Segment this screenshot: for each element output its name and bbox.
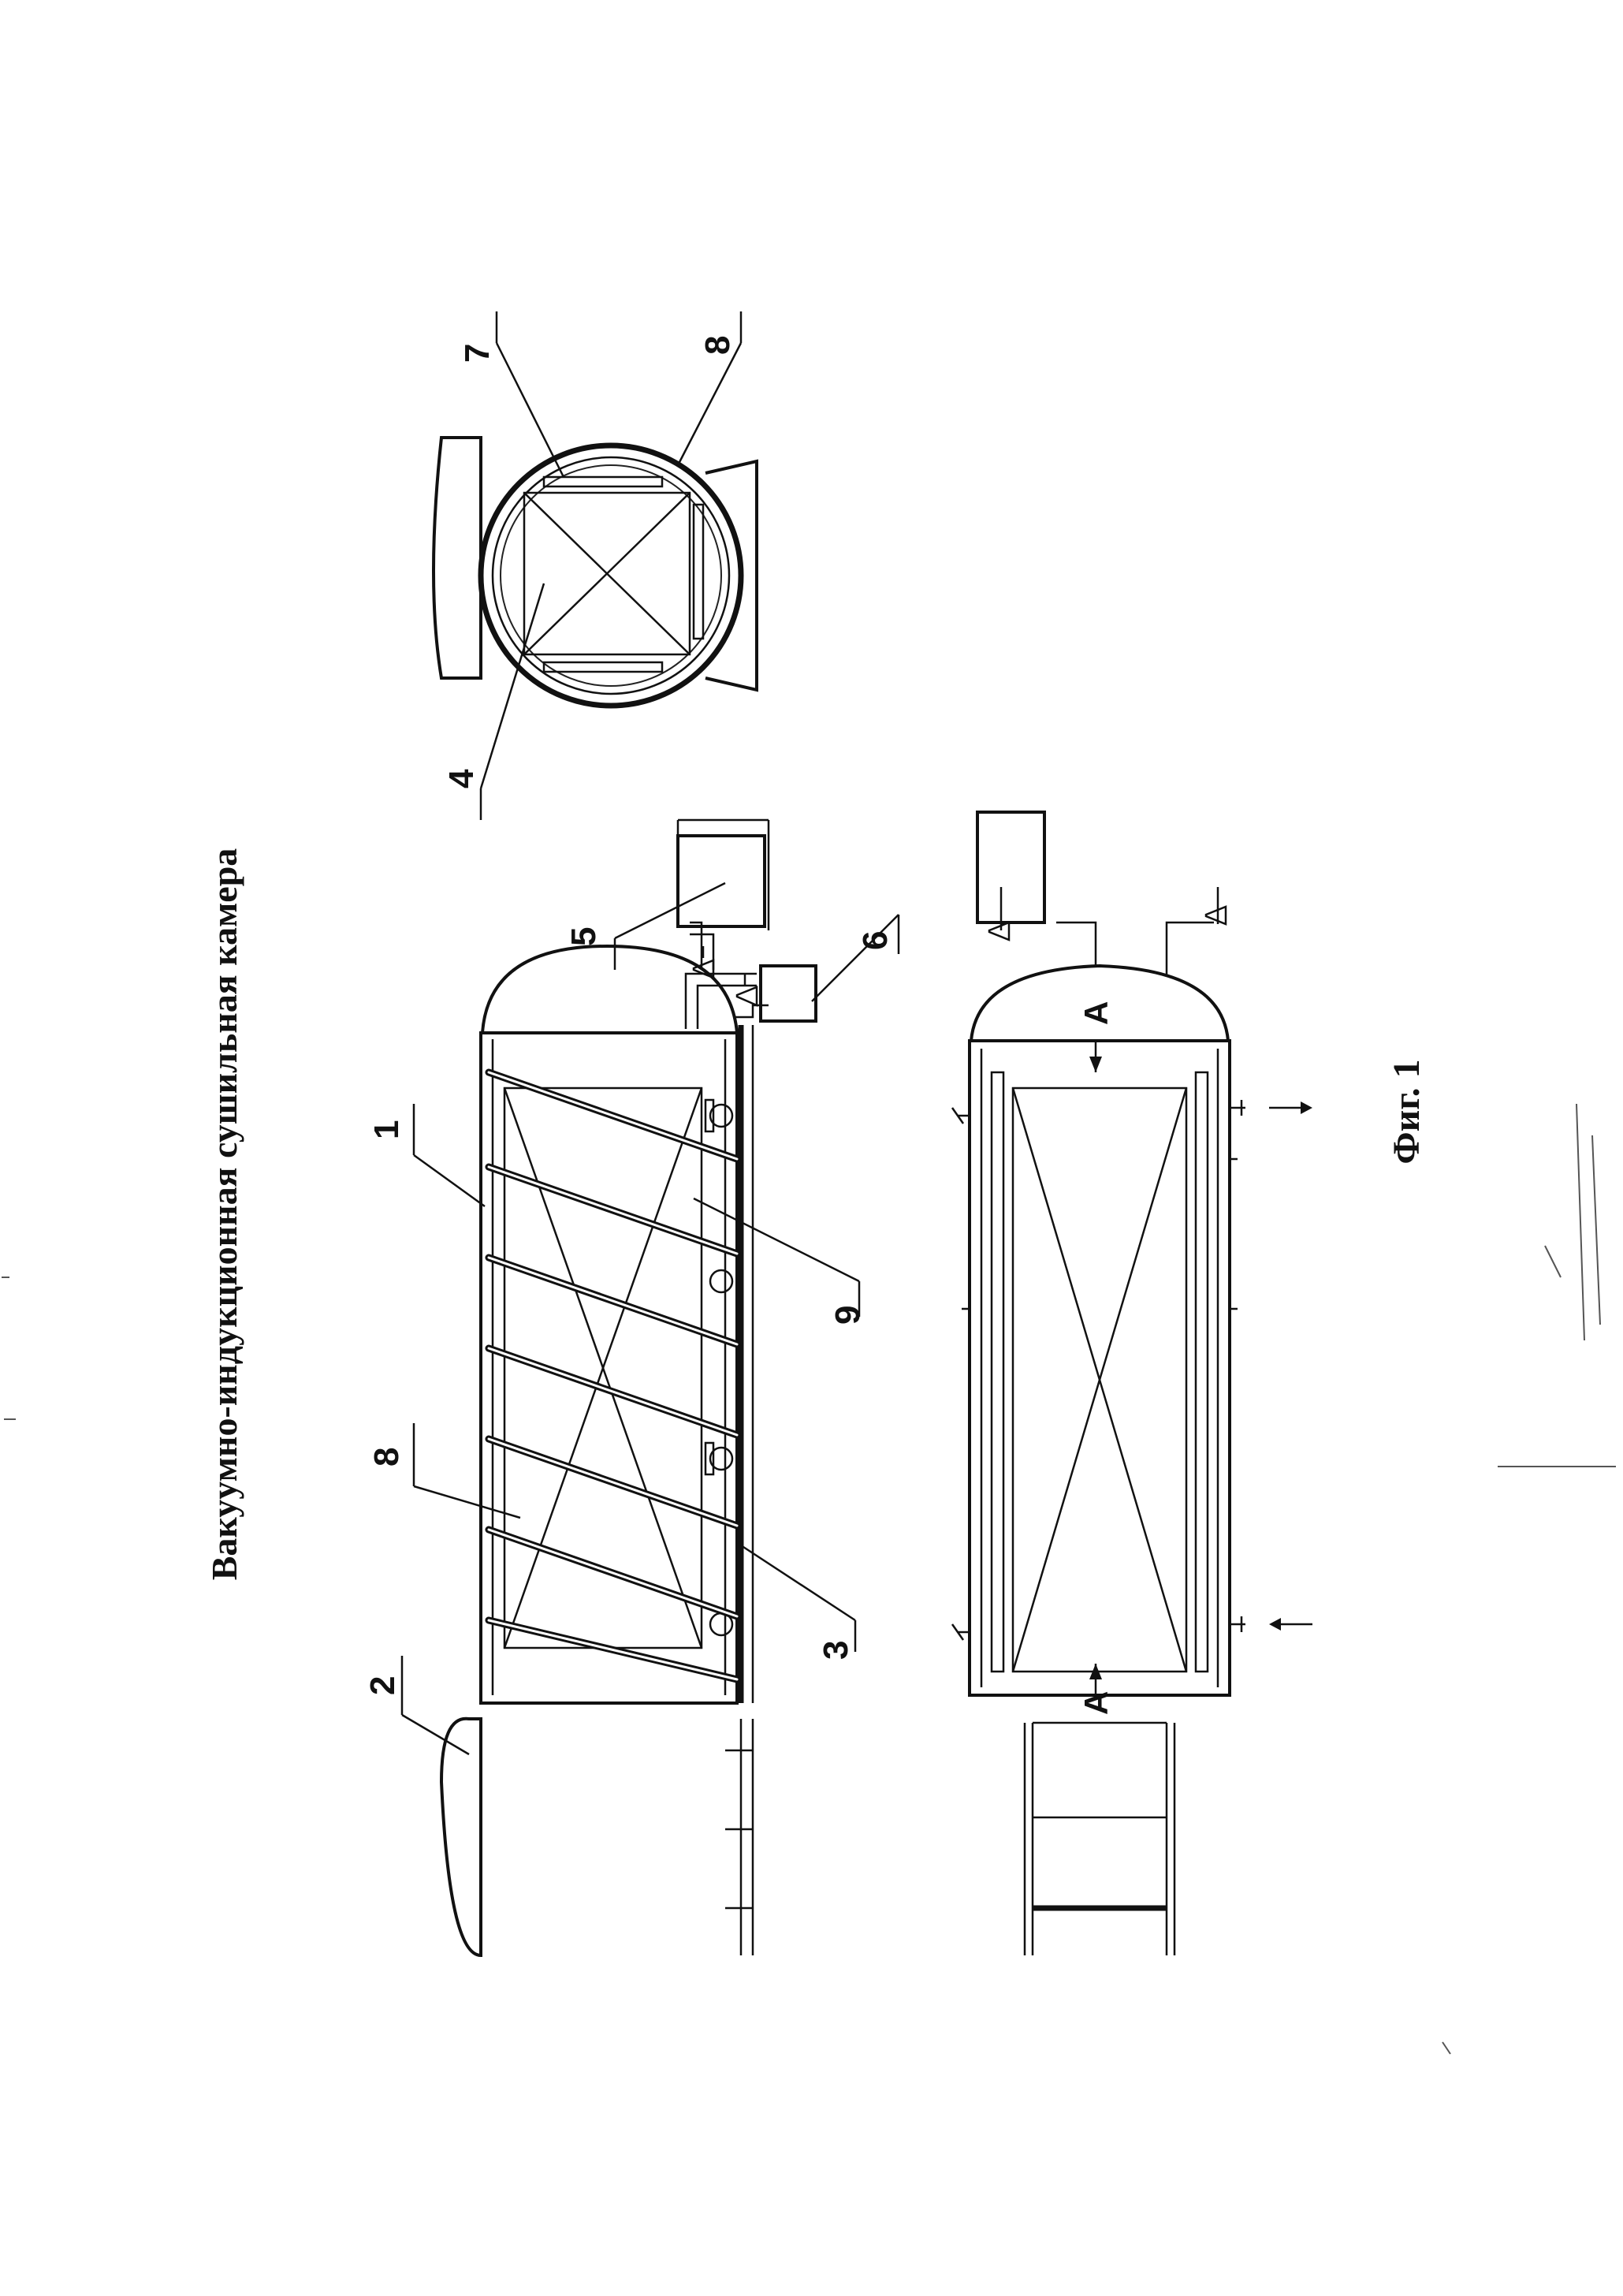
callout-7: 7 (458, 311, 565, 478)
trolley-wheel (709, 1446, 734, 1471)
callout-3: 3 (740, 1544, 857, 1660)
callout-6: 6 (811, 914, 900, 1002)
cross-section-view (432, 436, 758, 709)
svg-text:8: 8 (698, 336, 737, 355)
cross-stack (523, 491, 691, 656)
callout-5: 5 (564, 882, 726, 970)
plan-vacuum-unit (976, 811, 1046, 924)
svg-text:А: А (1078, 1691, 1115, 1715)
section-mark-right: А (1078, 1001, 1115, 1072)
chamber-dome-end (481, 944, 739, 1034)
svg-text:7: 7 (458, 344, 497, 363)
cross-stand (705, 459, 758, 692)
scan-edge-marks (2, 1103, 1616, 2055)
trolley-wheel (709, 1103, 734, 1128)
plan-lumber-stack (1011, 1086, 1188, 1673)
plan-chamber-shell (968, 1039, 1231, 1697)
section-mark-left: А (1078, 1664, 1115, 1715)
svg-text:4: 4 (442, 769, 481, 788)
svg-text:3: 3 (817, 1641, 855, 1660)
svg-text:1: 1 (367, 1120, 406, 1139)
svg-text:6: 6 (856, 931, 895, 950)
plan-view-chamber (951, 887, 1312, 1697)
vacuum-pump-unit (676, 834, 766, 928)
chamber-door-open (439, 1716, 482, 1958)
svg-text:8: 8 (367, 1448, 406, 1467)
svg-text:А: А (1078, 1001, 1115, 1025)
callout-8-side: 8 (367, 1423, 521, 1519)
side-view-chamber (479, 921, 769, 1705)
callout-4: 4 (442, 583, 545, 820)
plan-dome-end (970, 964, 1230, 1042)
trolley-wheel (709, 1269, 734, 1294)
drawing-title: Вакуумно-индукционная сушильная камера (204, 848, 244, 1581)
svg-text:5: 5 (564, 927, 603, 946)
svg-text:9: 9 (828, 1306, 867, 1325)
cross-shell-ring (478, 442, 744, 709)
cross-door (432, 436, 482, 680)
condenser-unit (759, 964, 817, 1023)
callout-2: 2 (363, 1656, 470, 1756)
induction-coils (485, 1068, 741, 1683)
callout-9: 9 (693, 1197, 867, 1325)
plan-loading-track (1023, 1721, 1176, 1955)
chamber-shell (479, 1031, 739, 1705)
callout-1: 1 (367, 1104, 486, 1208)
svg-text:2: 2 (363, 1676, 402, 1695)
callout-8-section: 8 (676, 311, 743, 466)
figure-label: Фиг. 1 (1386, 1059, 1428, 1164)
